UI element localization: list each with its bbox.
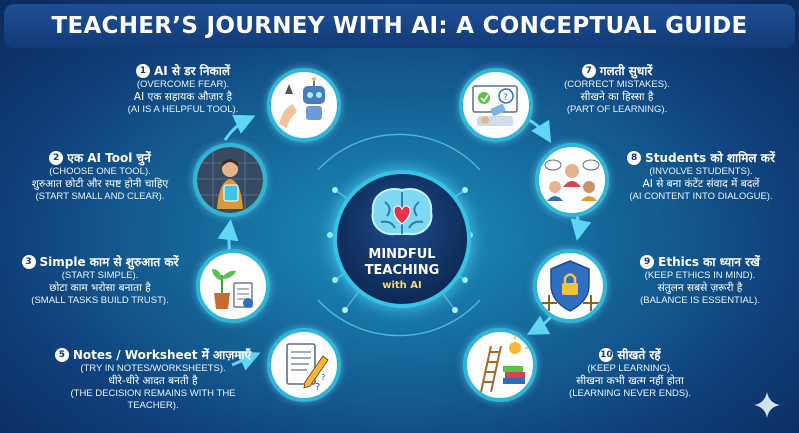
step-10-number: 10 bbox=[599, 348, 614, 362]
step-5-line-1: (TRY IN NOTES/WORKSHEETS). bbox=[80, 363, 226, 374]
ethics-shield-icon bbox=[533, 249, 607, 323]
center-title-line1: MINDFUL bbox=[368, 247, 436, 262]
step-1-number: 1 bbox=[136, 64, 151, 78]
step-5-number: 5 bbox=[54, 348, 69, 362]
step-8-number: 8 bbox=[627, 151, 642, 165]
step-3-heading: Simple काम से शुरुआत करें bbox=[39, 255, 179, 269]
step-2-line-3: (START SMALL AND CLEAR). bbox=[35, 191, 165, 202]
step-1-line-1: (OVERCOME FEAR). bbox=[136, 79, 230, 90]
step-7-line-2: सीखने का हिस्सा है bbox=[580, 91, 654, 103]
tablet-teacher-icon bbox=[193, 143, 267, 217]
step-1-line-2: AI एक सहायक औज़ार है bbox=[133, 91, 233, 103]
step-7-number: 7 bbox=[581, 64, 596, 78]
step-5-line-2: धीरे-धीरे आदत बनती है bbox=[108, 375, 198, 387]
step-2-heading: एक AI Tool चुनें bbox=[67, 151, 151, 165]
page-title: TEACHER’S JOURNEY WITH AI: A CONCEPTUAL … bbox=[51, 13, 748, 39]
worksheet-pencil-icon: ? ? bbox=[267, 328, 341, 402]
students-dialogue-icon bbox=[535, 143, 609, 217]
step-9-number: 9 bbox=[640, 255, 655, 269]
step-9-line-1: (KEEP ETHICS IN MIND). bbox=[644, 270, 756, 281]
step-8-line-3: (AI CONTENT INTO DIALOGUE). bbox=[629, 191, 773, 202]
step-5-line-4: TEACHER). bbox=[127, 400, 179, 411]
step-5-line-3: (THE DECISION REMAINS WITH THE bbox=[70, 388, 236, 399]
step-7-line-3: (PART OF LEARNING). bbox=[566, 104, 668, 115]
correction-icon: ? bbox=[459, 68, 533, 142]
step-1-line-3: (AI IS A HELPFUL TOOL). bbox=[127, 104, 239, 115]
center-subtitle: with AI bbox=[382, 280, 422, 291]
step-2-line-1: (CHOOSE ONE TOOL). bbox=[49, 166, 151, 177]
step-9-heading: Ethics का ध्यान रखें bbox=[658, 255, 760, 269]
svg-text:?: ? bbox=[321, 373, 325, 382]
brain-heart-icon bbox=[371, 188, 433, 236]
title-bar: TEACHER’S JOURNEY WITH AI: A CONCEPTUAL … bbox=[4, 4, 795, 48]
step-8-heading: Students को शामिल करें bbox=[645, 151, 775, 165]
step-5-heading: Notes / Worksheet में आज़माएँ bbox=[72, 348, 252, 362]
step-10-line-3: (LEARNING NEVER ENDS). bbox=[569, 388, 691, 399]
step-8-line-1: (INVOLVE STUDENTS). bbox=[649, 166, 753, 177]
center-hub: MINDFUL TEACHING with AI bbox=[333, 170, 471, 308]
plant-document-icon bbox=[196, 249, 270, 323]
step-3-line-2: छोटा काम भरोसा बनाता है bbox=[49, 282, 151, 294]
step-10-line-1: (KEEP LEARNING). bbox=[587, 363, 673, 374]
step-3-line-3: (SMALL TASKS BUILD TRUST). bbox=[31, 295, 169, 306]
step-1-heading: AI से डर निकालें bbox=[154, 64, 230, 78]
step-2-line-2: शुरुआत छोटी और स्पष्ट होनी चाहिए bbox=[31, 178, 169, 190]
sparkle-icon bbox=[754, 392, 780, 418]
svg-text:?: ? bbox=[503, 93, 508, 103]
svg-text:?: ? bbox=[315, 382, 320, 393]
step-3-number: 3 bbox=[21, 255, 36, 269]
step-10-line-2: सीखना कभी खत्म नहीं होता bbox=[576, 375, 684, 387]
step-7-line-1: (CORRECT MISTAKES). bbox=[564, 79, 670, 90]
step-2-number: 2 bbox=[49, 151, 64, 165]
step-10-heading: सीखते रहें bbox=[617, 348, 661, 362]
step-3-line-1: (START SIMPLE). bbox=[61, 270, 139, 281]
step-8-line-2: AI से बना कंटेंट संवाद में बदलें bbox=[642, 178, 760, 190]
center-title-line2: TEACHING bbox=[364, 263, 440, 278]
step-9-line-3: (BALANCE IS ESSENTIAL). bbox=[640, 295, 760, 306]
step-9-line-2: संतुलन सबसे ज़रूरी है bbox=[657, 282, 743, 294]
robot-hand-icon bbox=[267, 68, 341, 142]
step-7-heading: गलती सुधारें bbox=[599, 64, 653, 78]
ladder-books-icon bbox=[463, 328, 537, 402]
